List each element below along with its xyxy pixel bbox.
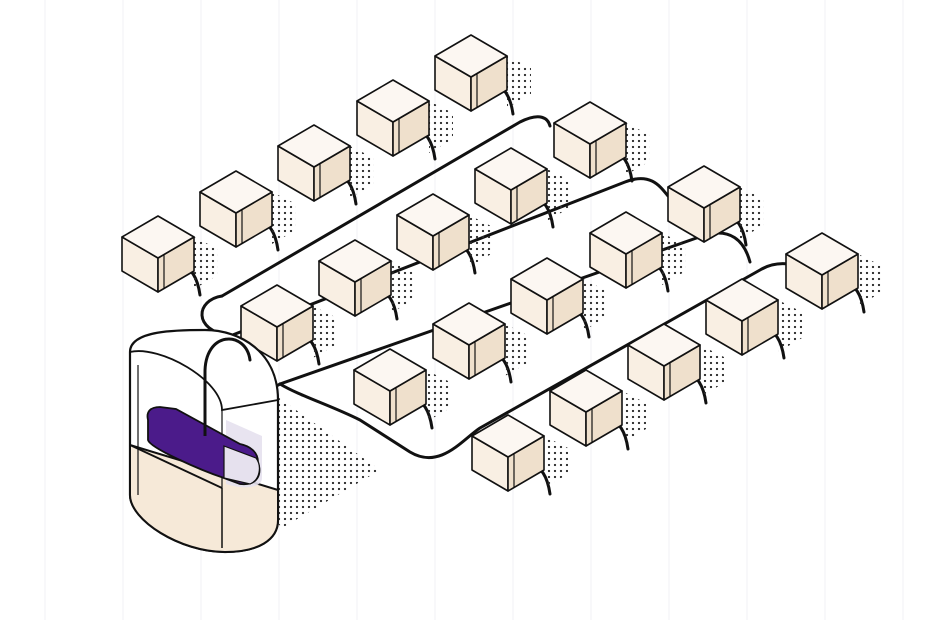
cube-node-icon	[786, 233, 882, 309]
cube-node-icon	[435, 35, 531, 111]
cube-node-icon	[706, 279, 802, 355]
cube-node-icon	[554, 102, 650, 178]
cube-node-icon	[668, 166, 764, 242]
